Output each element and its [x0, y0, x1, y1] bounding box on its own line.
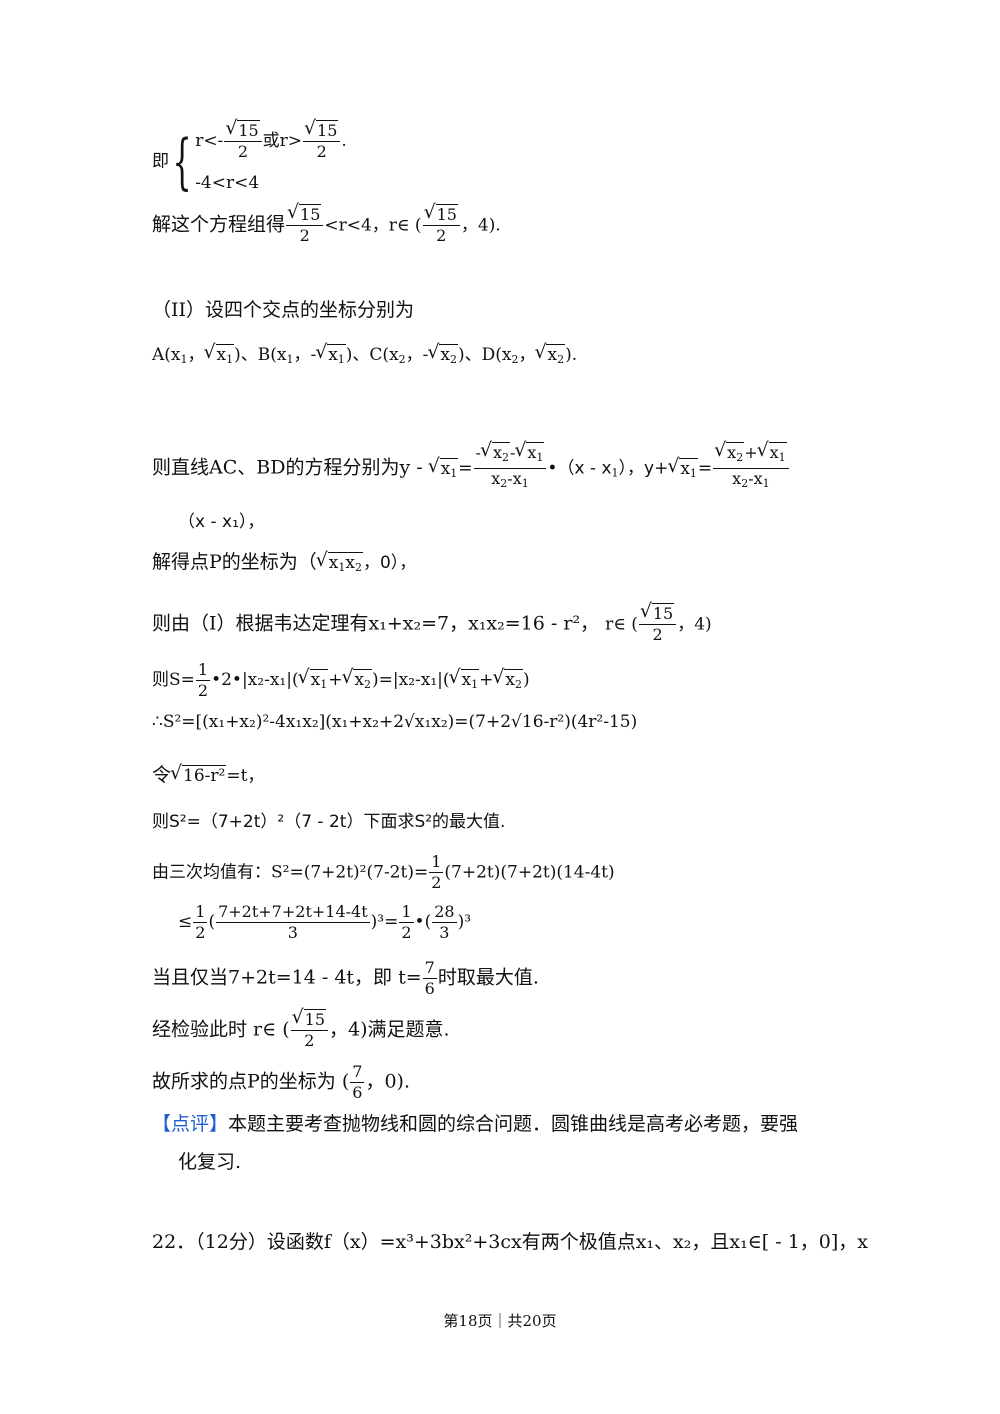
question-22: 22．（12分）设函数f（x）=x³+3bx²+3cx有两个极值点x₁、x₂，且…	[152, 1231, 868, 1253]
solve-line: 解这个方程组得152<r<4，r∈ (152，4).	[152, 202, 501, 246]
text-ji: 即	[152, 151, 169, 172]
vieta-line: 则由（I）根据韦达定理有x₁+x₂=7，x₁x₂=16 - r²， r∈ (15…	[152, 601, 712, 645]
verification-line: 经检验此时 r∈ (152，4)满足题意.	[152, 1007, 450, 1051]
system-row-2: -4<r<4	[195, 173, 260, 193]
comment-line: 【点评】本题主要考查抛物线和圆的综合问题．圆锥曲线是高考必考题，要强	[152, 1113, 799, 1135]
substitution-line: 令16-r²=t，	[152, 761, 264, 788]
area-line: 则S=12•2•|x₂-x₁|(x1+x2)=|x₂-x₁|(x1+x2)	[152, 660, 530, 701]
comment-tag: 【点评】	[152, 1113, 229, 1135]
point-p-line: 解得点P的坐标为（x1x2，0），	[152, 548, 416, 580]
comment-line-cont: 化复习.	[178, 1151, 242, 1173]
line-equations: 则直线AC、BD的方程分别为y - x1=-x2-x1x2-x1•（x - x1…	[152, 440, 790, 494]
points-line: A(x1，x1)、B(x1，-x1)、C(x2，-x2)、D(x2，x2).	[152, 340, 577, 372]
page-footer: 第18页｜共20页	[443, 1312, 557, 1330]
left-brace: {	[172, 127, 192, 197]
part-two-heading: （II）设四个交点的坐标分别为	[152, 299, 415, 321]
line-equation-cont: （x - x₁），	[178, 512, 265, 532]
area-squared-line: ∴S²=[(x₁+x₂)²-4x₁x₂](x₁+x₂+2√x₁x₂)=(7+2√…	[152, 712, 638, 732]
max-problem-line: 则S²=（7+2t）²（7 - 2t）下面求S²的最大值.	[152, 812, 506, 832]
